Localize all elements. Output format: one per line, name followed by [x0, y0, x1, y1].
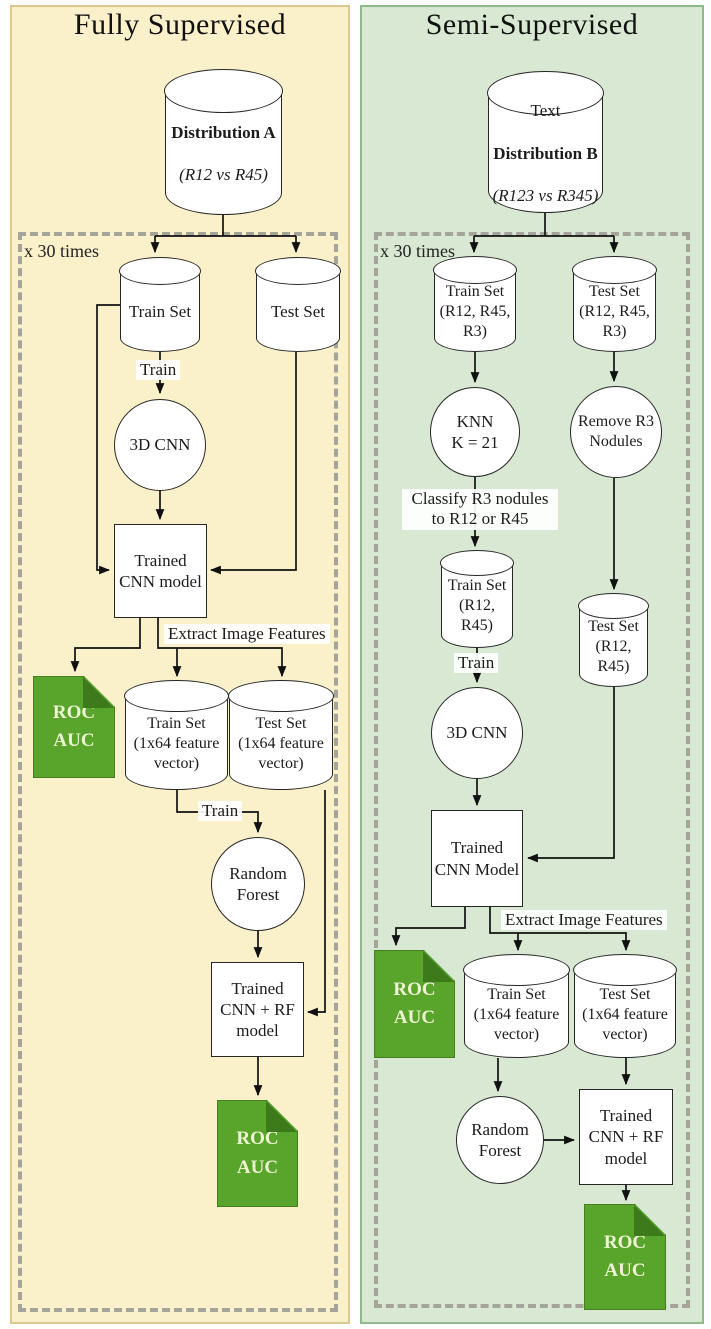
edge-label-classify-r3: Classify R3 nodules to R12 or R45 [402, 489, 558, 530]
process-knn: KNN K = 21 [430, 387, 520, 477]
process-remove-r3: Remove R3 Nodules [570, 386, 662, 478]
db-distribution-b-name: Distribution B [493, 143, 598, 163]
db-train-set-r3: Train Set (R12, R45, R3) [433, 256, 517, 352]
doc-roc-auc-4-label: ROC AUC [603, 1231, 647, 1281]
panel-fully-supervised [10, 5, 350, 1324]
db-test-set-1x64-semi: Test Set (1x64 feature vector) [573, 954, 677, 1058]
edge-label-extract-features-2: Extract Image Features [501, 910, 667, 931]
process-random-forest: Random Forest [211, 837, 305, 931]
db-distribution-b-pre: Text [530, 101, 561, 121]
db-distribution-b-sub: (R123 vs R345) [492, 186, 599, 206]
process-3d-cnn-label: 3D CNN [129, 435, 191, 455]
box-trained-cnn-rf-model: Trained CNN + RF model [211, 962, 304, 1057]
process-3d-cnn-semi-label: 3D CNN [446, 723, 508, 743]
box-trained-cnn-model-label: Trained CNN model [119, 550, 202, 591]
doc-roc-auc-4: ROC AUC [584, 1204, 666, 1310]
db-distribution-a: Distribution A (R12 vs R45) [164, 69, 283, 215]
connector [70, 618, 141, 673]
connector [391, 907, 466, 947]
process-random-forest-semi: Random Forest [456, 1096, 544, 1184]
box-trained-cnn-model-semi-label: Trained CNN Model [434, 838, 520, 879]
db-test-set-1x64: Test Set (1x64 feature vector) [228, 680, 334, 790]
db-train-set-1x64-label: Train Set (1x64 feature vector) [133, 714, 220, 772]
loop-label-semi: x 30 times [380, 241, 455, 261]
process-remove-r3-label: Remove R3 Nodules [578, 413, 654, 450]
db-train-set-r3-label: Train Set (R12, R45, R3) [439, 282, 511, 340]
title-fully-supervised: Fully Supervised [73, 8, 287, 41]
db-train-set-r1245: Train Set (R12, R45) [440, 550, 514, 648]
process-3d-cnn: 3D CNN [114, 399, 206, 491]
box-trained-cnn-rf-model-semi: Trained CNN + RF model [579, 1089, 673, 1185]
edge-label-train-1: Train [136, 360, 181, 381]
doc-roc-auc-3-label: ROC AUC [393, 978, 436, 1028]
process-knn-label: KNN K = 21 [451, 411, 499, 452]
doc-roc-auc-3: ROC AUC [374, 950, 455, 1058]
box-trained-cnn-rf-model-label: Trained CNN + RF model [220, 978, 295, 1041]
loop-label-fully: x 30 times [24, 241, 99, 261]
db-train-set-r1245-label: Train Set (R12, R45) [447, 577, 507, 634]
db-test-set-label: Test Set [270, 302, 326, 322]
connector [306, 790, 326, 1017]
db-distribution-b: Text Distribution B (R123 vs R345) [487, 71, 604, 213]
db-train-set-label: Train Set [128, 302, 192, 322]
db-test-set: Test Set [255, 257, 341, 352]
loop-box-semi [374, 232, 690, 1308]
doc-roc-auc-1-label: ROC AUC [52, 701, 96, 751]
box-trained-cnn-model-semi: Trained CNN Model [431, 810, 523, 907]
doc-roc-auc-2: ROC AUC [217, 1100, 298, 1207]
loop-box-fully [18, 232, 338, 1312]
db-test-set-1x64-semi-label: Test Set (1x64 feature vector) [582, 985, 668, 1043]
db-distribution-a-name: Distribution A [171, 122, 276, 142]
edge-label-train-2: Train [198, 801, 243, 822]
db-test-set-r3: Test Set (R12, R45, R3) [572, 256, 657, 352]
db-test-set-1x64-label: Test Set (1x64 feature vector) [238, 714, 324, 772]
db-train-set-1x64: Train Set (1x64 feature vector) [124, 680, 229, 790]
db-test-set-r1245-label: Test Set (R12, R45) [588, 618, 639, 675]
doc-roc-auc-1: ROC AUC [33, 676, 115, 778]
box-trained-cnn-rf-model-semi-label: Trained CNN + RF model [588, 1106, 664, 1168]
db-test-set-r1245: Test Set (R12, R45) [578, 593, 649, 687]
edge-label-extract-features-1: Extract Image Features [164, 624, 330, 645]
connector [157, 618, 287, 678]
db-distribution-a-sub: (R12 vs R45) [179, 165, 268, 185]
process-3d-cnn-semi: 3D CNN [431, 687, 523, 779]
connector [526, 687, 615, 863]
db-train-set: Train Set [119, 257, 201, 352]
doc-roc-auc-2-label: ROC AUC [236, 1128, 279, 1178]
connector [489, 907, 631, 952]
process-random-forest-semi-label: Random Forest [471, 1119, 529, 1160]
connector [96, 304, 120, 575]
db-train-set-1x64-semi: Train Set (1x64 feature vector) [463, 954, 570, 1058]
connector [209, 352, 297, 575]
edge-label-train-3: Train [454, 653, 499, 674]
box-trained-cnn-model: Trained CNN model [114, 524, 207, 618]
title-semi-supervised: Semi-Supervised [425, 8, 639, 41]
process-random-forest-label: Random Forest [229, 863, 287, 904]
db-train-set-1x64-semi-label: Train Set (1x64 feature vector) [473, 985, 560, 1043]
db-test-set-r3-label: Test Set (R12, R45, R3) [579, 282, 650, 340]
